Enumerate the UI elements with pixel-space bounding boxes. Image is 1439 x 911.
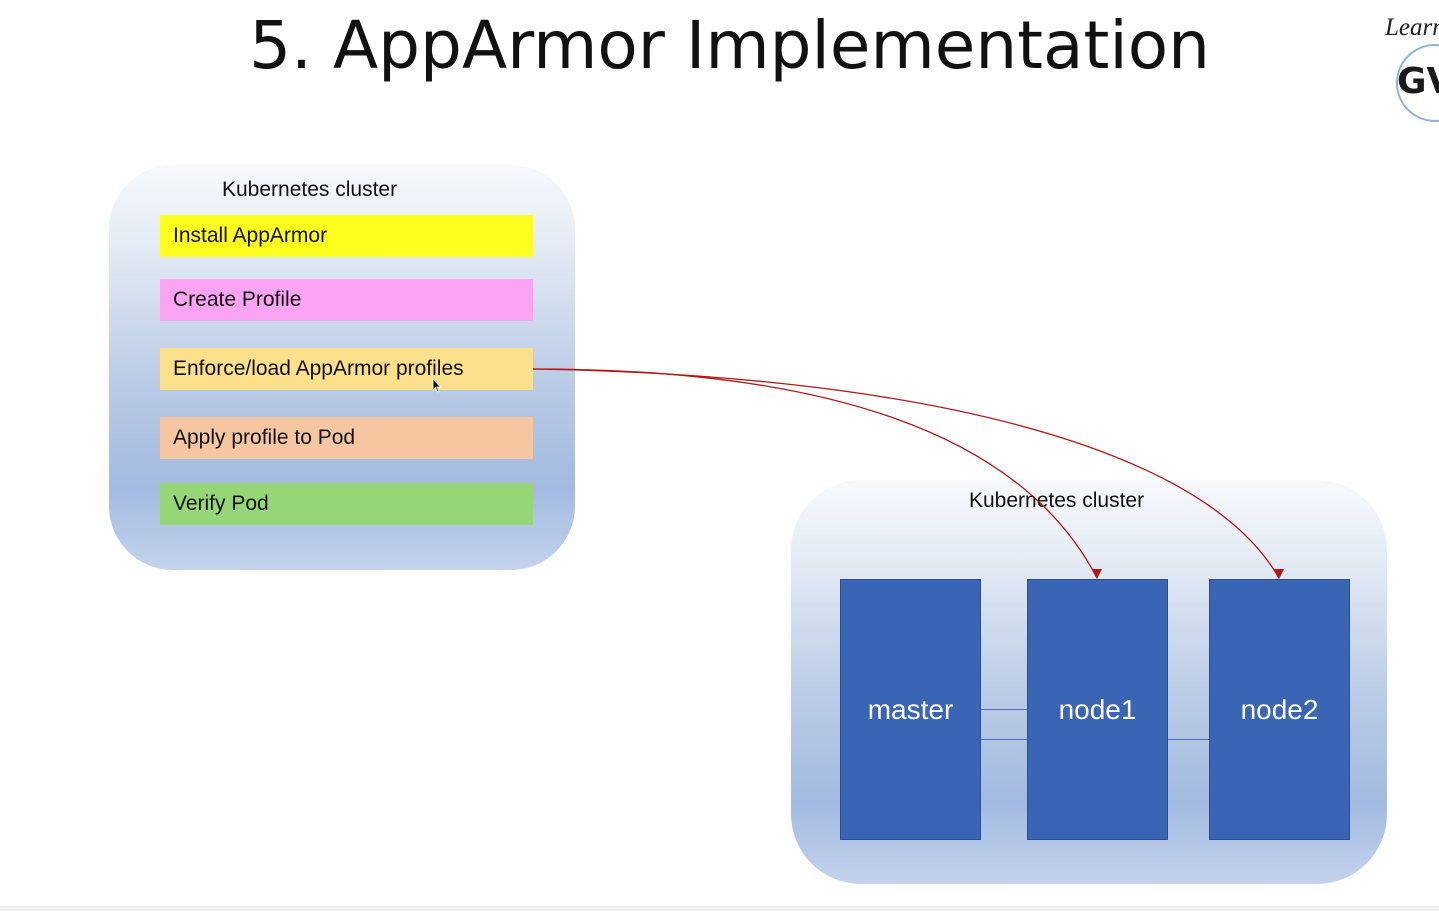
- master-node1-link-top: [980, 709, 1028, 710]
- master-node1-link-bottom: [980, 739, 1028, 740]
- step-enforce-load-profiles: Enforce/load AppArmor profiles: [160, 348, 533, 390]
- master-node: master: [840, 579, 981, 840]
- bottom-rule: [0, 906, 1439, 911]
- node2-label: node2: [1240, 693, 1319, 725]
- left-cluster-label: Kubernetes cluster: [222, 178, 398, 201]
- logo-text: Learn: [1385, 14, 1439, 41]
- node2: node2: [1209, 579, 1350, 840]
- node1-label: node1: [1058, 693, 1137, 725]
- step-create-profile: Create Profile: [160, 279, 533, 321]
- node1: node1: [1027, 579, 1168, 840]
- logo-mark: GV: [1397, 61, 1439, 102]
- right-cluster-label: Kubernetes cluster: [969, 489, 1145, 512]
- master-node-label: master: [867, 693, 954, 725]
- step-verify-pod: Verify Pod: [160, 483, 533, 525]
- mouse-pointer-icon: [432, 378, 442, 393]
- step-apply-profile: Apply profile to Pod: [160, 417, 533, 459]
- slide-title: 5. AppArmor Implementation: [249, 7, 1210, 84]
- step-install-apparmor: Install AppArmor: [160, 215, 533, 257]
- node1-node2-link: [1167, 739, 1210, 740]
